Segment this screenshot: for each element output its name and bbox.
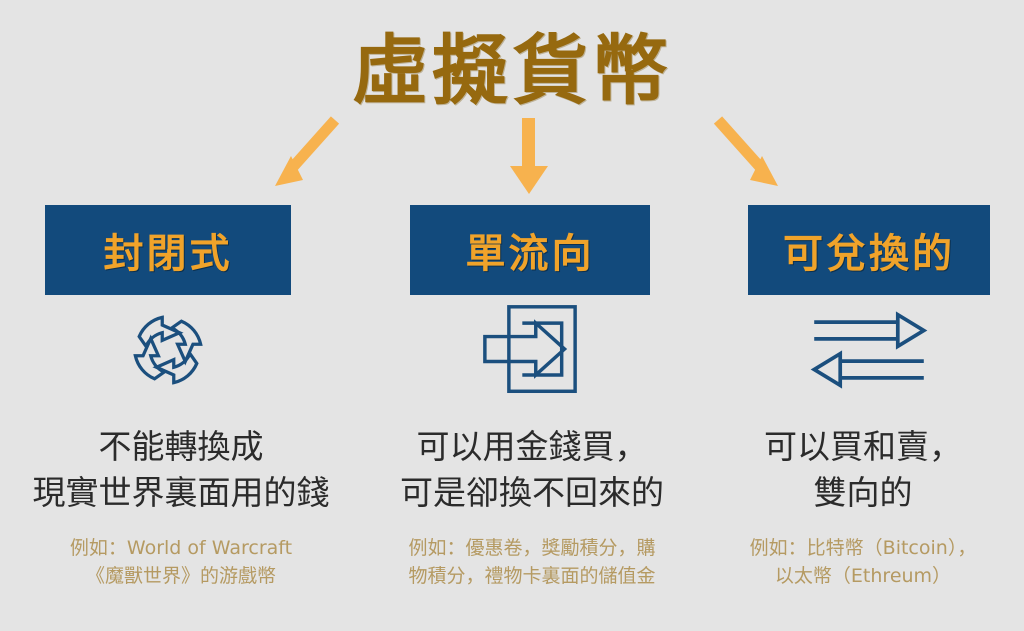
- example-one-way: 例如：優惠卷，獎勵積分，購 物積分，禮物卡裏面的儲值金: [408, 537, 656, 587]
- circular-loop-arrows-icon: [133, 315, 203, 385]
- icon-slot-one-way: [410, 300, 650, 400]
- category-label-closed: 封閉式: [103, 231, 233, 277]
- category-box-one-way[interactable]: 單流向: [410, 205, 650, 295]
- example-closed: 例如：World of Warcraft 《魔獸世界》的游戲幣: [69, 537, 293, 587]
- description-closed: 不能轉換成 現實世界裏面用的錢: [32, 427, 330, 512]
- arrow-to-convertible: [713, 116, 778, 186]
- category-label-one-way: 單流向: [465, 231, 595, 277]
- icon-slot-convertible: [748, 300, 990, 400]
- two-way-arrows-icon: [810, 311, 928, 389]
- arrow-into-box-icon: [483, 305, 577, 394]
- description-convertible: 可以買和賣， 雙向的: [764, 427, 962, 512]
- page-title: 虛擬貨幣: [352, 26, 672, 115]
- example-convertible: 例如：比特幣（Bitcoin）， 以太幣（Ethreum）: [749, 537, 977, 587]
- icon-slot-closed: [45, 300, 291, 400]
- arrow-to-closed: [275, 116, 340, 186]
- category-label-convertible: 可兌換的: [783, 231, 955, 277]
- category-box-convertible[interactable]: 可兌換的: [748, 205, 990, 295]
- arrow-to-one-way: [510, 118, 548, 194]
- description-one-way: 可以用金錢買， 可是卻換不回來的: [400, 427, 664, 512]
- category-box-closed[interactable]: 封閉式: [45, 205, 291, 295]
